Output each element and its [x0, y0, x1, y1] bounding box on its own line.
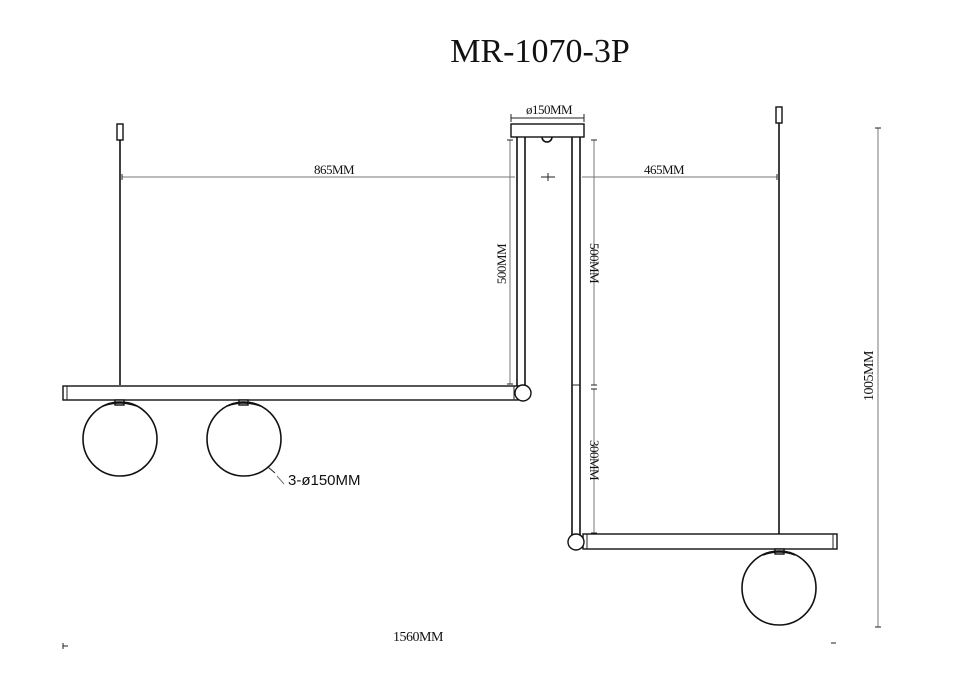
- globe-spec-label: 3-ø150MM: [288, 472, 361, 489]
- total-width-dimension: 1560MM: [62, 630, 836, 649]
- right-rod-upper-dimension: 500MM: [587, 139, 602, 386]
- left-rigid-rod: [516, 137, 526, 387]
- right-rod-lower-dimension: 300MM: [587, 388, 602, 534]
- left-horizontal-dimension: 865MM: [121, 162, 515, 180]
- left-horizontal-length-label: 865MM: [314, 162, 355, 177]
- right-rod-upper-length-label: 500MM: [587, 243, 602, 284]
- right-suspension-wire: [775, 106, 783, 534]
- right-rigid-rod: [571, 137, 581, 540]
- globe-3: [741, 548, 817, 626]
- left-rod-dimension: 500MM: [494, 139, 513, 385]
- center-mark: [541, 173, 555, 181]
- right-rod-lower-length-label: 300MM: [587, 440, 602, 481]
- right-horizontal-bar: [567, 533, 838, 551]
- globe-callout: 3-ø150MM: [267, 466, 361, 489]
- right-horizontal-dimension: 465MM: [582, 162, 778, 180]
- total-width-label: 1560MM: [393, 630, 444, 645]
- canopy: [510, 123, 585, 143]
- product-title: MR-1070-3P: [450, 33, 629, 70]
- canopy-diameter-label: ø150MM: [526, 102, 573, 117]
- left-rod-length-label: 500MM: [494, 243, 509, 284]
- right-horizontal-length-label: 465MM: [644, 162, 685, 177]
- globe-1: [82, 399, 158, 477]
- globe-2: [206, 399, 282, 477]
- total-height-label: 1005MM: [862, 350, 877, 401]
- canopy-diameter-dimension: ø150MM: [510, 102, 585, 122]
- total-height-dimension: 1005MM: [862, 127, 881, 628]
- left-suspension-wire: [116, 123, 124, 385]
- left-horizontal-bar: [62, 384, 532, 402]
